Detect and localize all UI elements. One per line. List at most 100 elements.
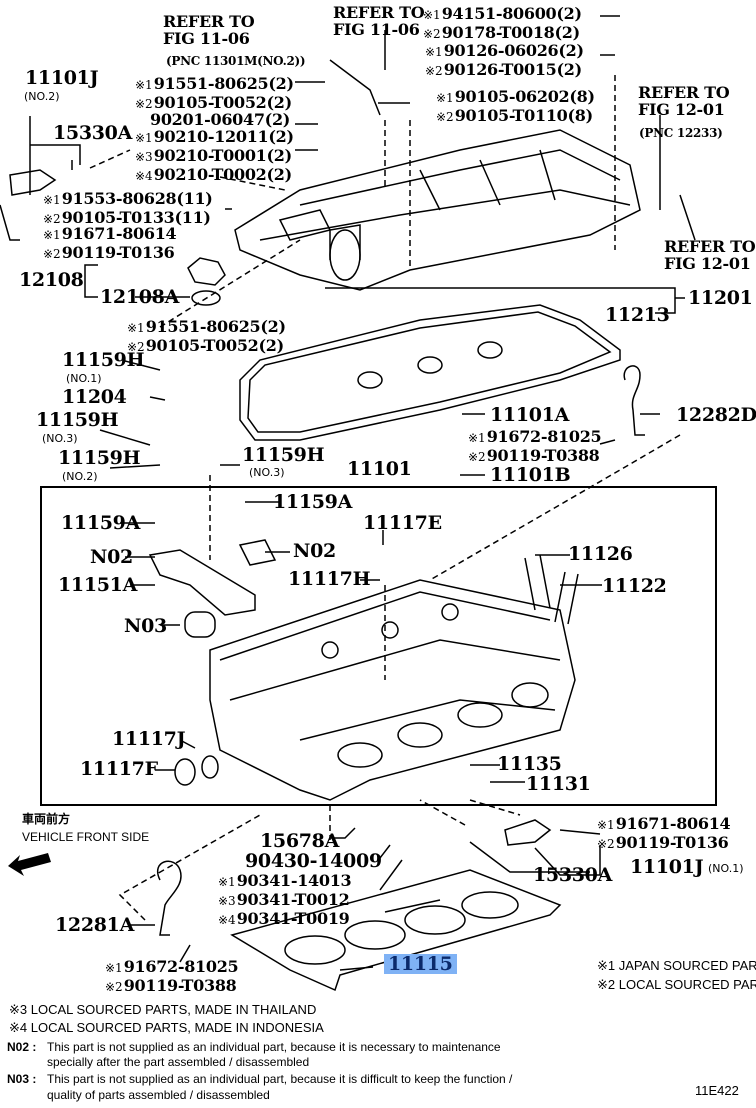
part-row[interactable]: ※194151-80600(2) (423, 4, 582, 23)
refer-fig-11-06-left[interactable]: REFER TO FIG 11-06 (163, 12, 255, 47)
part-12281a[interactable]: 12281A (55, 914, 135, 936)
part-row[interactable]: ※190105-06202(8) (436, 87, 595, 106)
part-row[interactable]: ※290119-T0388 (468, 446, 600, 465)
part-15678a[interactable]: 15678A (260, 830, 340, 852)
part-11159a-left[interactable]: 11159A (61, 512, 141, 534)
part-11101b[interactable]: 11101B (490, 464, 571, 486)
part-group-91551-mid: ※191551-80625(2) ※290105-T0052(2) (127, 318, 286, 356)
pnc-11301m-ref: (PNC 11301M(NO.2)) (166, 54, 306, 68)
part-90430-14009[interactable]: 90430-14009 (245, 850, 382, 872)
part-row[interactable]: ※290119-T0136 (597, 833, 729, 852)
part-row[interactable]: ※290126-T0015(2) (425, 60, 582, 79)
part-n02-left[interactable]: N02 (90, 546, 133, 568)
refer-line1: REFER TO (163, 12, 255, 31)
part-group-90210: ※190210-12011(2) ※390210-T0001(2) ※49021… (135, 128, 294, 185)
part-11159h-no3-right[interactable]: 11159H (242, 444, 325, 466)
part-11101a[interactable]: 11101A (490, 404, 570, 426)
refer-line2: FIG 12-01 (638, 100, 725, 119)
part-12108[interactable]: 12108 (19, 269, 84, 291)
part-row[interactable]: ※191551-80625(2) (135, 74, 294, 93)
front-direction-arrow-icon (8, 853, 51, 876)
bracket-12281a-drawing (157, 860, 182, 936)
part-row[interactable]: ※390341-T0012 (218, 890, 350, 909)
legend-item-3: ※3 LOCAL SOURCED PARTS, MADE IN THAILAND (9, 1002, 317, 1017)
part-row[interactable]: ※191672-81025 (105, 957, 239, 976)
part-11135[interactable]: 11135 (497, 753, 562, 775)
part-11159h-no3-left-sub: (NO.3) (42, 432, 78, 445)
part-11101[interactable]: 11101 (347, 458, 412, 480)
part-11159h-no2[interactable]: 11159H (58, 447, 141, 469)
legend-item-2: ※2 LOCAL SOURCED PARTS (597, 977, 756, 992)
part-11117f[interactable]: 11117F (80, 758, 158, 780)
part-11122[interactable]: 11122 (602, 575, 667, 597)
part-row[interactable]: ※191672-81025 (468, 427, 602, 446)
part-15330a-top[interactable]: 15330A (53, 122, 133, 144)
part-group-91672-bottom: ※191672-81025 ※290119-T0388 (105, 957, 239, 996)
part-11131[interactable]: 11131 (526, 773, 591, 795)
vehicle-front-en: VEHICLE FRONT SIDE (22, 830, 150, 844)
refer-line1: REFER TO (333, 3, 425, 22)
part-11159h-no2-sub: (NO.2) (62, 470, 98, 483)
part-row[interactable]: ※190126-06026(2) (425, 41, 584, 60)
refer-fig-12-01-a[interactable]: REFER TO FIG 12-01 (638, 84, 730, 119)
part-15330a-bottom[interactable]: 15330A (533, 864, 613, 886)
part-11117h[interactable]: 11117H (288, 568, 371, 590)
part-11101j-no2[interactable]: 11101J (25, 67, 99, 89)
part-11159h-no3-left[interactable]: 11159H (36, 409, 119, 431)
part-group-90105-8: ※190105-06202(8) ※290105-T0110(8) (436, 88, 595, 126)
part-11159h-no1[interactable]: 11159H (62, 349, 145, 371)
part-11101j-no1-sub: (NO.1) (708, 862, 744, 875)
part-row[interactable]: ※290105-T0110(8) (436, 106, 593, 125)
part-11201[interactable]: 11201 (688, 287, 753, 309)
part-row[interactable]: ※290105-T0133(11) (43, 208, 211, 227)
part-row[interactable]: ※191553-80628(11) (43, 189, 213, 208)
figure-code: 11E422 (695, 1083, 739, 1098)
part-row[interactable]: ※290178-T0018(2) (423, 23, 580, 42)
part-row[interactable]: ※290105-T0052(2) (127, 336, 284, 355)
note-n03-line1: This part is not supplied as an individu… (47, 1072, 513, 1086)
part-group-90126: ※190126-06026(2) ※290126-T0015(2) (425, 42, 584, 80)
vehicle-front-jp: 車両前方 (22, 812, 71, 826)
part-12282d[interactable]: 12282D (676, 404, 756, 426)
part-row[interactable]: ※290119-T0136 (43, 243, 175, 262)
part-11151a[interactable]: 11151A (58, 574, 138, 596)
part-11101j-no2-sub: (NO.2) (24, 90, 60, 103)
part-11117j[interactable]: 11117J (112, 728, 186, 750)
part-row[interactable]: ※191551-80625(2) (127, 317, 286, 336)
head-gasket-drawing (230, 869, 562, 992)
part-row[interactable]: ※190210-12011(2) (135, 127, 294, 146)
part-row[interactable]: ※490341-T0019 (218, 909, 350, 928)
part-11115-highlighted[interactable]: 11115 (384, 954, 457, 974)
part-row[interactable]: ※191671-80614 (597, 814, 731, 833)
part-n02-right[interactable]: N02 (293, 540, 336, 562)
part-12108a[interactable]: 12108A (100, 286, 180, 308)
legend-item-4: ※4 LOCAL SOURCED PARTS, MADE IN INDONESI… (9, 1020, 324, 1035)
part-90201-06047[interactable]: 90201-06047(2) (150, 110, 291, 129)
note-n02-line2: specially after the part assembled / dis… (47, 1055, 310, 1069)
part-11101j-no1[interactable]: 11101J (630, 856, 704, 878)
part-row[interactable]: ※190341-14013 (218, 871, 352, 890)
part-row[interactable]: ※290105-T0052(2) (135, 93, 292, 112)
part-11213[interactable]: 11213 (605, 304, 670, 326)
sensor-no2-drawing (9, 169, 57, 196)
note-n03-code: N03 : (7, 1072, 37, 1086)
part-group-91553: ※191553-80628(11) ※290105-T0133(11) (43, 190, 213, 228)
refer-fig-11-06-top[interactable]: REFER TO FIG 11-06 (333, 3, 425, 39)
part-row[interactable]: ※290119-T0388 (105, 976, 237, 995)
part-n03[interactable]: N03 (124, 615, 167, 637)
refer-line2: FIG 11-06 (333, 20, 420, 39)
head-cover-gasket-drawing (239, 304, 621, 441)
pnc-12233-ref: (PNC 12233) (639, 126, 723, 140)
part-11159a-right[interactable]: 11159A (273, 491, 353, 513)
part-row[interactable]: ※490210-T0002(2) (135, 165, 292, 184)
part-row[interactable]: ※191671-80614 (43, 224, 177, 243)
part-11126[interactable]: 11126 (568, 543, 633, 565)
leader-11201 (325, 287, 685, 314)
part-11204[interactable]: 11204 (62, 386, 127, 408)
part-11117e[interactable]: 11117E (363, 512, 442, 534)
part-group-90341: ※190341-14013 ※390341-T0012 ※490341-T001… (218, 871, 352, 929)
part-11159h-no3-right-sub: (NO.3) (249, 466, 285, 479)
refer-fig-12-01-b[interactable]: REFER TO FIG 12-01 (664, 238, 756, 272)
part-row[interactable]: ※390210-T0001(2) (135, 146, 292, 165)
